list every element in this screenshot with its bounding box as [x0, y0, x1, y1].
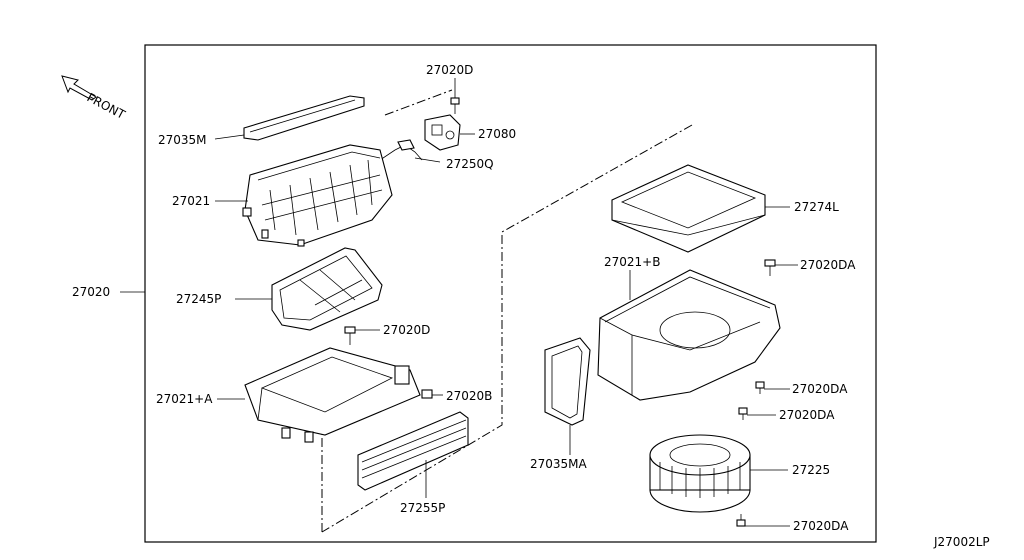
callout-27020b: 27020B: [446, 389, 492, 403]
front-label: FRONT: [85, 90, 128, 122]
callout-27021b: 27021+B: [604, 255, 660, 269]
heater-core-27255p: [357, 411, 469, 491]
callout-27020: 27020: [72, 285, 110, 299]
callout-27245p: 27245P: [176, 292, 221, 306]
filter-27274l: [611, 164, 766, 253]
blower-case-27021b: [597, 269, 781, 401]
clip-27020b: [421, 389, 433, 399]
screw-27020da-2: [755, 381, 765, 394]
callout-27020d-mid: 27020D: [383, 323, 430, 337]
callout-27020da-4: 27020DA: [793, 519, 849, 533]
callout-27035ma: 27035MA: [530, 457, 588, 471]
screw-27020d-top: [450, 97, 460, 114]
harness-27250q: [379, 139, 423, 161]
callout-27080: 27080: [478, 127, 516, 141]
callout-27020da-2: 27020DA: [792, 382, 848, 396]
upper-housing-27021: [242, 144, 393, 247]
callout-27021: 27021: [172, 194, 210, 208]
dashdot-boundary: [321, 89, 693, 533]
drawing-code: J27002LP: [933, 535, 990, 549]
screw-27020da-1: [764, 259, 776, 276]
callout-27020d-top: 27020D: [426, 63, 473, 77]
callout-27255p: 27255P: [400, 501, 445, 515]
lower-housing-27021a: [244, 347, 421, 443]
callout-27021a: 27021+A: [156, 392, 213, 406]
blower-fan-27225: [649, 434, 751, 513]
callout-27274l: 27274L: [794, 200, 839, 214]
screw-27020da-3: [738, 407, 748, 420]
callout-27020da-3: 27020DA: [779, 408, 835, 422]
callout-27035m: 27035M: [158, 133, 207, 147]
screw-27020da-4: [736, 514, 746, 527]
actuator-27080: [424, 114, 461, 151]
gasket-27035ma: [544, 337, 591, 426]
seal-strip-27035m: [243, 95, 365, 141]
screw-27020d-mid: [344, 326, 356, 345]
callout-27225: 27225: [792, 463, 830, 477]
leader-lines: [120, 78, 798, 527]
front-arrow-icon: [61, 75, 97, 101]
filter-tray-27245p: [271, 247, 383, 331]
callout-27250q: 27250Q: [446, 157, 494, 171]
assembly-frame: [144, 44, 877, 543]
callout-27020da-1: 27020DA: [800, 258, 856, 272]
